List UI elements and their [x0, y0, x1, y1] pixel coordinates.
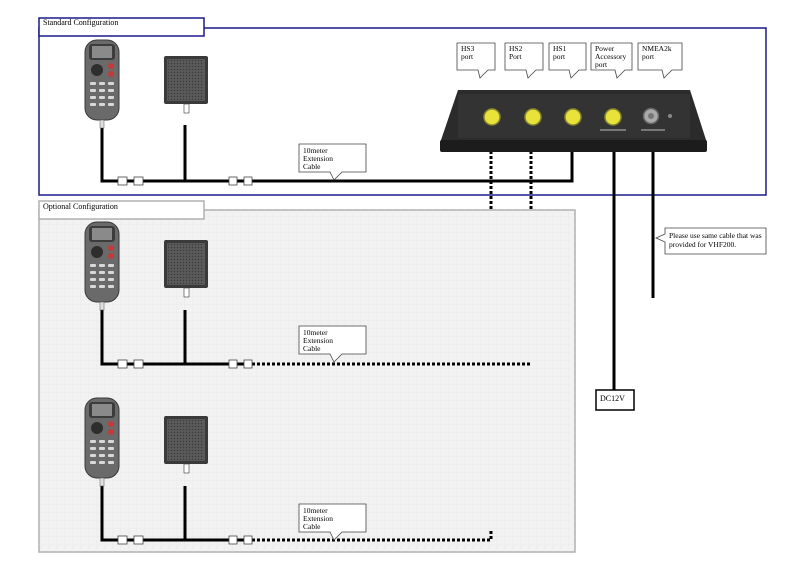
port-callout-hs1: HS1 port	[548, 42, 587, 79]
hub-device-icon	[440, 90, 707, 152]
svg-text:Power: Power	[595, 44, 615, 53]
handset-icon	[84, 39, 120, 129]
port-callout-hs3: HS3 port	[456, 42, 496, 79]
svg-text:port: port	[642, 52, 655, 61]
svg-text:Port: Port	[509, 52, 522, 61]
svg-text:Please use same cable that was: Please use same cable that was	[669, 231, 762, 240]
svg-text:Accessory: Accessory	[595, 52, 626, 61]
power-label: DC12V	[600, 394, 625, 403]
svg-text:NMEA2k: NMEA2k	[642, 44, 672, 53]
svg-text:port: port	[553, 52, 566, 61]
svg-text:port: port	[461, 52, 474, 61]
cable-callout: 10meter Extension Cable	[298, 503, 367, 541]
svg-text:port: port	[595, 60, 608, 69]
optional-configuration-title: Optional Configuration	[43, 202, 118, 211]
power-supply-box: DC12V	[595, 389, 635, 411]
svg-text:Cable: Cable	[303, 522, 321, 531]
nmea-cable-note: Please use same cable that was provided …	[655, 227, 767, 255]
standard-configuration-title: Standard Configuration	[43, 18, 118, 27]
svg-text:10meter: 10meter	[303, 328, 328, 337]
svg-text:HS1: HS1	[553, 44, 567, 53]
svg-text:HS2: HS2	[509, 44, 523, 53]
cable-callout: 10meter Extension Cable	[298, 325, 367, 363]
port-callout-nmea2k: NMEA2k port	[637, 42, 683, 79]
svg-text:provided for VHF200.: provided for VHF200.	[669, 240, 736, 249]
svg-text:Extension: Extension	[303, 154, 333, 163]
svg-text:10meter: 10meter	[303, 506, 328, 515]
port-callout-hs2: HS2 Port	[504, 42, 544, 79]
optional-configuration: Optional Configuration 10meter Extension…	[38, 200, 576, 553]
speaker-icon	[163, 55, 209, 114]
svg-text:HS3: HS3	[461, 44, 475, 53]
cable-callout: 10meter Extension Cable	[298, 143, 367, 181]
svg-text:Extension: Extension	[303, 336, 333, 345]
svg-text:10meter: 10meter	[303, 146, 328, 155]
svg-text:Cable: Cable	[303, 344, 321, 353]
handset-icon	[84, 221, 120, 311]
port-callout-power: Power Accessory port	[590, 42, 633, 79]
svg-text:Cable: Cable	[303, 162, 321, 171]
svg-text:Extension: Extension	[303, 514, 333, 523]
handset-icon	[84, 397, 120, 487]
